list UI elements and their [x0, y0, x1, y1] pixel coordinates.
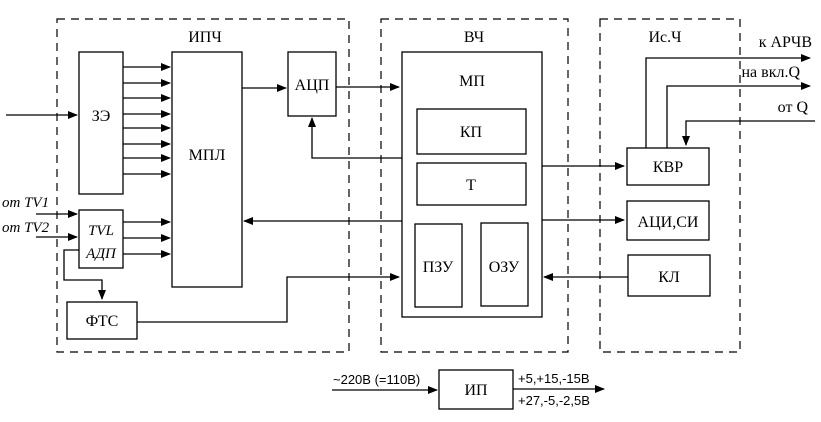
signal-from-q: от Q — [778, 99, 809, 116]
block-kp-label: КП — [460, 124, 483, 141]
group-vch-label: ВЧ — [464, 29, 484, 46]
output-to-on-q-arrow — [666, 82, 811, 148]
block-ozu-label: ОЗУ — [489, 259, 520, 276]
adp-to-mpl-arrows — [123, 218, 171, 258]
block-aci-si — [626, 200, 710, 241]
block-ip-label: ИП — [464, 382, 488, 399]
input-from-q-arrow — [682, 120, 815, 146]
block-pzu — [414, 223, 463, 308]
block-ozu — [480, 222, 529, 307]
block-ip — [438, 369, 514, 410]
power-output-label-2: +27,-5,-2,5В — [518, 393, 590, 408]
block-ze — [78, 51, 124, 195]
fts-to-mp-arrow — [137, 273, 400, 323]
group-ipch-frame — [56, 18, 350, 353]
signal-to-on-q: на вкл.Q — [741, 64, 800, 81]
block-tvl-adp — [78, 209, 124, 269]
block-kvr-label: КВР — [653, 159, 683, 176]
block-kl-label: КЛ — [658, 269, 680, 286]
block-acp-label: АЦП — [295, 77, 330, 94]
group-vch-frame — [380, 18, 569, 353]
block-fts — [66, 301, 138, 340]
group-isch-frame — [599, 18, 741, 353]
block-fts-label: ФТС — [86, 313, 119, 330]
block-acp — [287, 51, 337, 117]
block-t-label: Т — [466, 177, 476, 194]
signal-from-tv2: от TV2 — [2, 220, 50, 236]
block-adp-label: АДП — [85, 246, 117, 262]
block-aci-si-label: АЦИ,СИ — [638, 214, 699, 231]
block-kvr — [626, 147, 710, 186]
adp-to-fts-arrow — [63, 249, 106, 300]
block-t — [416, 162, 527, 206]
power-input-label: ~220В (=110В) — [333, 372, 420, 387]
block-mp-label: МП — [459, 73, 485, 90]
ze-to-mpl-bus — [123, 63, 171, 178]
block-tvl-label: TVL — [88, 223, 114, 239]
signal-to-archv: к АРЧВ — [759, 34, 812, 51]
signal-from-tv1: от TV1 — [2, 195, 49, 211]
group-ipch-label: ИПЧ — [188, 29, 222, 46]
block-pzu-label: ПЗУ — [423, 259, 454, 276]
power-output-label-1: +5,+15,-15В — [518, 371, 590, 386]
mp-to-acp-arrow — [308, 117, 402, 159]
output-to-archv-arrow — [645, 54, 811, 148]
block-kp — [416, 108, 527, 155]
block-kl — [627, 254, 711, 297]
block-mpl — [171, 51, 243, 288]
block-ze-label: ЗЭ — [92, 108, 111, 125]
group-isch-label: Ис.Ч — [648, 29, 681, 46]
block-mpl-label: МПЛ — [189, 147, 226, 164]
